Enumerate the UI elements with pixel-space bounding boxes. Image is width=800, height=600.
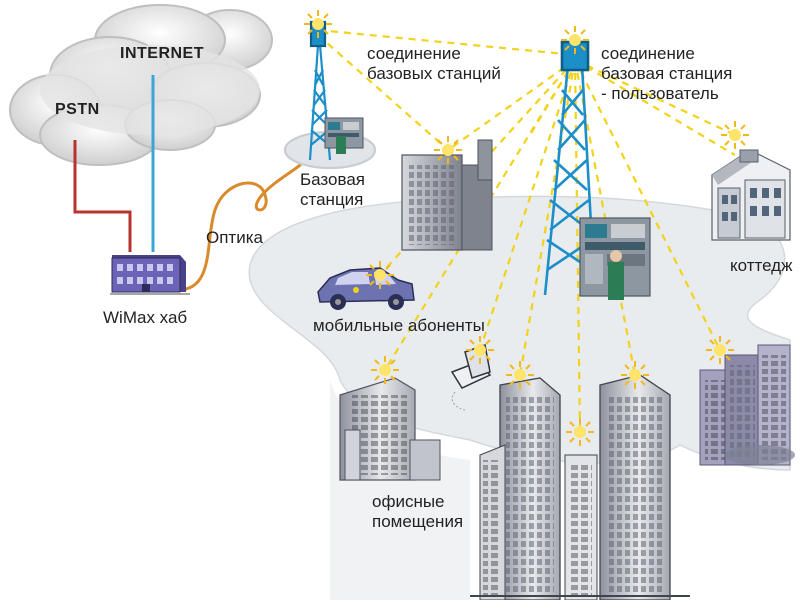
- office-buildings-center: [470, 374, 690, 600]
- cottage-label: коттедж: [730, 256, 793, 275]
- wimax-hub-label: WiMax хаб: [103, 308, 188, 327]
- base-station-label: Базовая станция: [300, 170, 365, 210]
- office-building-left: [339, 377, 441, 481]
- kiosk-building: [401, 139, 493, 251]
- bs-link-label: соединение базовых станций: [367, 44, 501, 84]
- base-station-label-line1: Базовая: [300, 170, 365, 189]
- offices-label-line2: помещения: [372, 512, 464, 531]
- wimax-hub-building: [110, 255, 190, 295]
- offices-label-line1: офисные: [372, 492, 445, 511]
- pstn-label: PSTN: [55, 101, 100, 118]
- bs-link-label-line1: соединение: [367, 44, 461, 63]
- bs-user-link-label-line1: соединение: [601, 44, 695, 63]
- bs-link-label-line2: базовых станций: [367, 64, 501, 83]
- bs-user-link-label-line3: - пользователь: [601, 84, 719, 103]
- fiber-optic-cable: [177, 159, 307, 292]
- car-icon: [317, 267, 415, 310]
- offices-label: офисные помещения: [372, 492, 463, 532]
- optics-label: Оптика: [206, 228, 263, 247]
- bs-user-link-label: соединение базовая станция - пользовател…: [601, 44, 732, 104]
- cottage-building: [711, 149, 791, 241]
- pstn-line: [73, 140, 132, 252]
- city-skyline-right: [699, 344, 795, 466]
- base-station-label-line2: станция: [300, 190, 364, 209]
- base-station-equipment-main: [579, 217, 651, 300]
- mobile-subscribers-label: мобильные абоненты: [313, 316, 485, 335]
- bs-user-link-label-line2: базовая станция: [601, 64, 733, 83]
- internet-label: INTERNET: [120, 45, 204, 62]
- base-station-equipment-small: [324, 117, 364, 154]
